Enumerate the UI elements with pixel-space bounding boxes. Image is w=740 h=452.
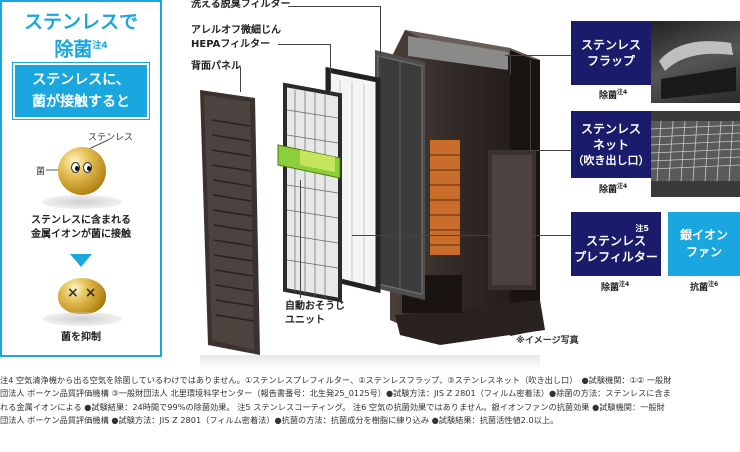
contact-box: ステンレスに、 菌が接触すると <box>12 62 150 120</box>
caption-contact-line2: 金属イオンが菌に接触 <box>31 229 131 240</box>
auto-clean-leader <box>300 180 301 298</box>
flap-foot-note: 注4 <box>617 89 628 96</box>
stainless-info-panel: ステンレスで 除菌注4 ステンレスに、 菌が接触すると ステンレス 菌 ステンレ… <box>0 0 162 357</box>
net-foot: 除菌注4 <box>599 181 627 195</box>
callout-stainless-prefilter: 注5 ステンレス プレフィルター 除菌注4 <box>571 212 661 294</box>
arrow-down-icon <box>70 254 92 267</box>
prefilter-foot: 除菌注4 <box>601 279 629 293</box>
prefilter-leader <box>352 235 571 236</box>
hepa-leader-h <box>278 44 330 45</box>
caption-contact-line1: ステンレスに含まれる <box>31 215 131 226</box>
net-photo <box>650 111 740 197</box>
prefilter-box: 注5 ステンレス プレフィルター <box>571 212 661 276</box>
prefilter-line2: プレフィルター <box>574 249 658 264</box>
flap-photo <box>651 21 740 103</box>
caption-suppress: 菌を抑制 <box>61 332 101 343</box>
prefilter-foot-text: 除菌 <box>601 283 620 293</box>
net-line1: ステンレス <box>580 121 641 136</box>
deodorizer-filter <box>375 50 425 300</box>
auto-clean-line2: ユニット <box>285 315 325 326</box>
prefilter-top-note: 注5 <box>635 223 649 233</box>
hepa-leader <box>330 44 331 90</box>
net-foot-text: 除菌 <box>599 185 618 195</box>
net-box: ステンレス ネット （吹き出し口） <box>571 111 651 178</box>
silver-ion-fan-box: 銀イオン ファン <box>668 212 740 276</box>
ion-fan-foot-note: 注6 <box>708 281 719 288</box>
caption-contact: ステンレスに含まれる 金属イオンが菌に接触 <box>2 214 160 242</box>
germ-label: 菌 <box>36 167 46 177</box>
prefilter-foot-note: 注4 <box>619 281 630 288</box>
deodorizer-leader-h <box>288 6 380 7</box>
image-note: ※イメージ写真 <box>516 336 579 346</box>
net-leader <box>530 150 571 151</box>
hepa-label: アレルオフ微細じん HEPAフィルター <box>191 24 281 52</box>
purifier-exploded-illustration <box>200 30 545 370</box>
cross-mark: ×× <box>67 285 103 301</box>
title-line1: ステンレスで <box>23 11 138 33</box>
net-foot-note: 注4 <box>617 183 628 190</box>
floor-shadow2-icon <box>42 312 122 326</box>
footnote-line: れる金属イオンによる ●試験結果：24時間で99%の除菌効果。 注5 ステンレス… <box>0 401 665 412</box>
flap-box: ステンレス フラップ <box>571 21 651 85</box>
flap-line1: ステンレス <box>580 38 641 52</box>
footnotes: 注4 空気清浄機から出る空気を除菌しているわけではありません。①ステンレスプレフ… <box>0 374 740 428</box>
stainless-label: ステンレス <box>88 133 134 143</box>
back-panel-label: 背面パネル <box>191 61 241 72</box>
panel-title: ステンレスで 除菌注4 <box>2 10 160 61</box>
purifier-body <box>390 30 545 345</box>
ion-fan-foot: 抗菌注6 <box>690 279 718 293</box>
callout-stainless-net: ステンレス ネット （吹き出し口） 除菌注4 <box>571 111 740 197</box>
germ-ball-icon <box>58 147 106 195</box>
silver-ion-fan-icon <box>430 140 460 255</box>
prefilter-line1: ステンレス <box>585 233 646 248</box>
back-panel <box>200 90 260 355</box>
stainless-prefilter <box>283 82 342 303</box>
flap-foot: 除菌注4 <box>599 87 627 101</box>
ion-fan-line2: ファン <box>685 245 722 259</box>
contact-box-line2: 菌が接触すると <box>32 94 130 110</box>
back-panel-leader <box>240 67 241 92</box>
footnote-line: 注4 空気清浄機から出る空気を除菌しているわけではありません。①ステンレスプレフ… <box>0 375 672 385</box>
auto-clean-line1: 自動おそうじ <box>285 301 345 312</box>
ion-fan-line1: 銀イオン <box>679 228 728 242</box>
deodorizer-leader <box>380 6 381 76</box>
hepa-label-line1: アレルオフ微細じん <box>191 25 281 36</box>
title-note: 注4 <box>92 41 108 51</box>
flap-leader-v <box>510 55 511 75</box>
callout-stainless-flap: ステンレス フラップ 除菌注4 <box>571 21 740 103</box>
flap-leader <box>505 55 571 56</box>
title-line2: 除菌 <box>54 38 93 61</box>
footnote-line: 団法人 ボーケン品質評価機構 ③一般財団法人 北里環境科学センター（報告書番号：… <box>0 388 671 399</box>
net-line2: ネット <box>592 137 629 152</box>
auto-clean-label: 自動おそうじ ユニット <box>285 300 345 328</box>
flap-photo-icon <box>659 41 736 99</box>
footnote-line: 団法人 ボーケン品質評価機構 ●試験方法：JIS Z 2801（フィルム密着法）… <box>0 415 559 426</box>
contact-box-line1: ステンレスに、 <box>32 72 130 88</box>
net-line3: （吹き出し口） <box>572 153 650 167</box>
flap-line2: フラップ <box>586 54 635 68</box>
hepa-label-line2: HEPAフィルター <box>191 39 271 50</box>
floor-shadow-icon <box>42 195 122 209</box>
flap-foot-text: 除菌 <box>599 91 618 101</box>
net-mesh-icon <box>650 120 740 182</box>
suppressed-germ-icon: ×× <box>58 278 106 314</box>
deodorizer-label: 洗える脱臭フィルター <box>191 0 291 10</box>
net-leader-v <box>530 60 531 150</box>
auto-cleaning-unit <box>277 144 341 179</box>
ion-fan-foot-text: 抗菌 <box>690 283 709 293</box>
